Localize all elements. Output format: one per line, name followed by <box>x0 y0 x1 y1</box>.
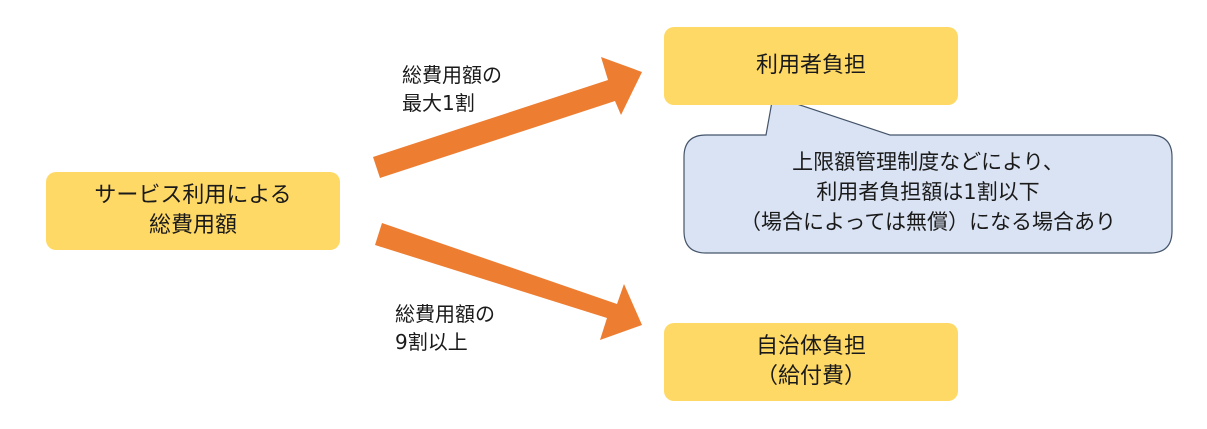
arrow-to-gov-share <box>375 223 642 340</box>
user-share-label: 利用者負担 <box>755 53 866 78</box>
callout-line-3: （場合によっては無償）になる場合あり <box>740 210 1116 234</box>
user-share-box: 利用者負担 <box>664 27 958 105</box>
total-cost-box: サービス利用による 総費用額 <box>46 172 340 250</box>
arrow-top-label: 総費用額の 最大1割 <box>402 61 502 117</box>
arrow-top-label-line-2: 最大1割 <box>402 91 475 115</box>
total-cost-line-1: サービス利用による <box>94 183 292 208</box>
arrow-top-label-line-1: 総費用額の <box>402 63 502 87</box>
callout-line-2: 利用者負担額は1割以下 <box>816 180 1040 204</box>
arrow-bottom-label-line-1: 総費用額の <box>395 302 495 326</box>
gov-share-line-2: （給付費） <box>755 364 866 389</box>
total-cost-line-2: 総費用額 <box>148 213 237 238</box>
arrow-to-user-share <box>373 57 642 178</box>
gov-share-box: 自治体負担 （給付費） <box>664 323 958 401</box>
arrow-bottom-label-line-2: 9割以上 <box>395 330 468 354</box>
arrow-bottom-label: 総費用額の 9割以上 <box>395 300 495 356</box>
callout-line-1: 上限額管理制度などにより、 <box>792 150 1064 174</box>
callout-note: 上限額管理制度などにより、 利用者負担額は1割以下 （場合によっては無償）になる… <box>684 147 1172 237</box>
gov-share-line-1: 自治体負担 <box>755 334 866 359</box>
